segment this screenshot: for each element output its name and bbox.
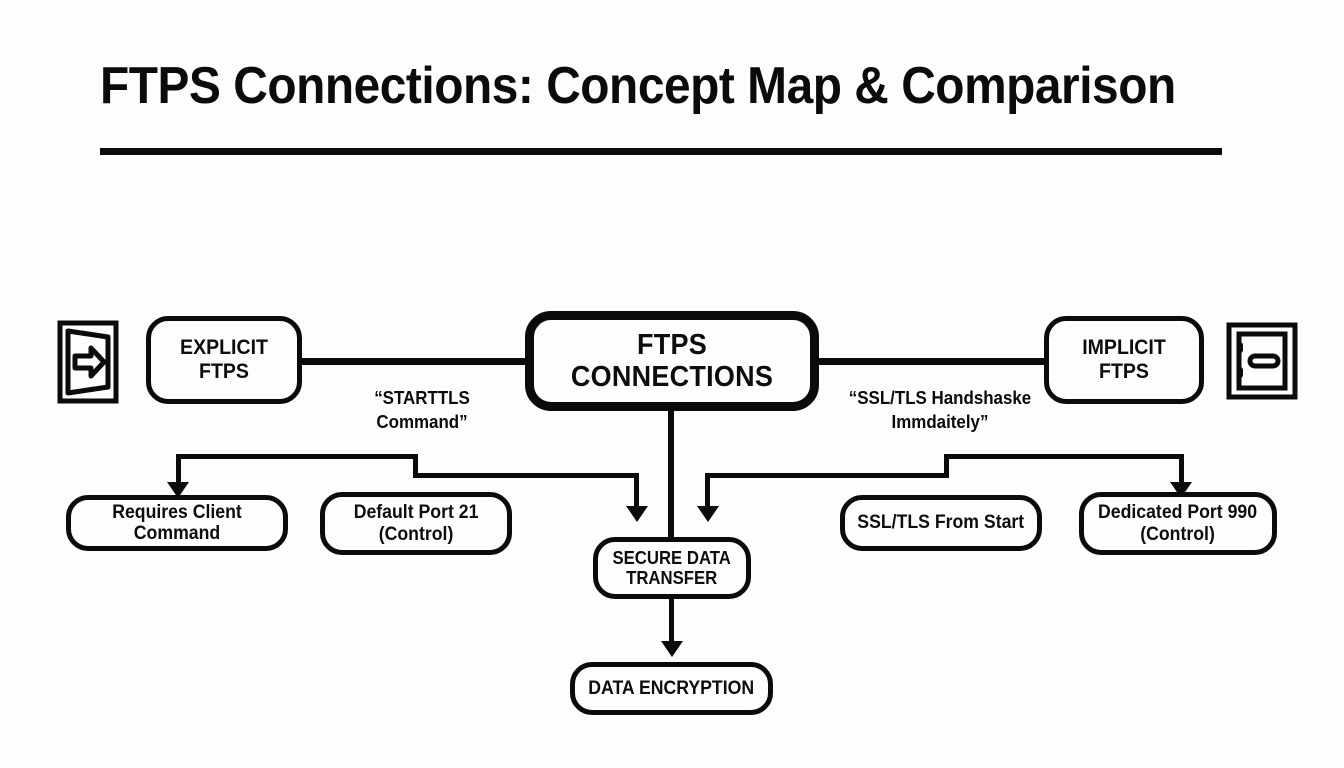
node-dedicated-port-990-line1: Dedicated Port 990	[1098, 502, 1258, 524]
arrow-to-requires-client-command	[167, 482, 189, 498]
node-secure-data-transfer-line1: SECURE DATA	[612, 547, 732, 568]
node-secure-data-transfer-line2: TRANSFER	[626, 568, 718, 588]
left-lower-dropper	[634, 473, 639, 510]
right-lower-distribution-bar	[705, 473, 949, 478]
title-block: FTPS Connections: Concept Map & Comparis…	[100, 55, 1230, 117]
node-ssl-tls-from-start[interactable]: SSL/TLS From Start	[840, 495, 1042, 551]
right-upper-bar-riser	[944, 454, 949, 476]
node-default-port-21-line2: (Control)	[378, 523, 454, 545]
node-dedicated-port-990-line2: (Control)	[1140, 523, 1216, 545]
spine-right-segment	[814, 358, 1048, 365]
node-secure-data-transfer[interactable]: SECURE DATA TRANSFER	[593, 537, 751, 599]
spine-left-segment	[302, 358, 530, 365]
node-data-encryption-label: DATA ENCRYPTION	[588, 677, 755, 699]
arrow-to-data-encryption	[661, 641, 683, 657]
node-ssl-tls-from-start-label: SSL/TLS From Start	[857, 512, 1025, 534]
right-lower-dropper	[705, 473, 710, 510]
node-default-port-21-label: Default Port 21 (Control)	[348, 502, 484, 545]
open-door-arrow-icon	[57, 320, 119, 404]
arrow-to-secure-transfer-left	[626, 506, 648, 522]
node-implicit-ftps[interactable]: IMPLICIT FTPS	[1044, 316, 1204, 404]
node-explicit-ftps[interactable]: EXPLICIT FTPS	[146, 316, 302, 404]
node-requires-client-command[interactable]: Requires Client Command	[66, 495, 288, 551]
edge-label-ssl-tls-handshake-line1: “SSL/TLS Handshaske	[848, 388, 1032, 408]
left-upper-dropper	[176, 454, 181, 486]
node-implicit-ftps-label: IMPLICIT FTPS	[1082, 336, 1166, 383]
secure-to-encrypt-line	[669, 599, 674, 645]
node-data-encryption[interactable]: DATA ENCRYPTION	[570, 662, 773, 715]
left-upper-bar-riser	[413, 454, 418, 476]
title-divider	[100, 148, 1222, 155]
page-title: FTPS Connections: Concept Map & Comparis…	[100, 57, 1176, 115]
node-dedicated-port-990[interactable]: Dedicated Port 990 (Control)	[1079, 492, 1277, 555]
left-upper-distribution-bar	[176, 454, 418, 459]
node-ftps-connections[interactable]: FTPS CONNECTIONS	[525, 311, 819, 411]
node-dedicated-port-990-label: Dedicated Port 990 (Control)	[1093, 502, 1263, 545]
node-ftps-connections-label: FTPS CONNECTIONS	[570, 328, 774, 393]
arrow-to-secure-transfer-right	[697, 506, 719, 522]
edge-label-starttls-command: “STARTTLS Command”	[374, 388, 470, 432]
left-lower-distribution-bar	[413, 473, 639, 478]
right-upper-distribution-bar	[944, 454, 1184, 459]
edge-label-ssl-tls-handshake: “SSL/TLS Handshaske Immdaitely”	[848, 386, 1032, 434]
node-explicit-ftps-label: EXPLICIT FTPS	[180, 336, 268, 383]
right-upper-dropper	[1179, 454, 1184, 486]
node-requires-client-command-label: Requires Client Command	[112, 501, 242, 544]
closed-door-vault-icon	[1226, 322, 1298, 400]
node-default-port-21[interactable]: Default Port 21 (Control)	[320, 492, 512, 555]
node-default-port-21-line1: Default Port 21	[353, 502, 479, 524]
center-trunk-line	[668, 408, 674, 538]
edge-label-ssl-tls-handshake-line2: Immdaitely”	[891, 412, 989, 432]
node-secure-data-transfer-label: SECURE DATA TRANSFER	[607, 548, 737, 588]
